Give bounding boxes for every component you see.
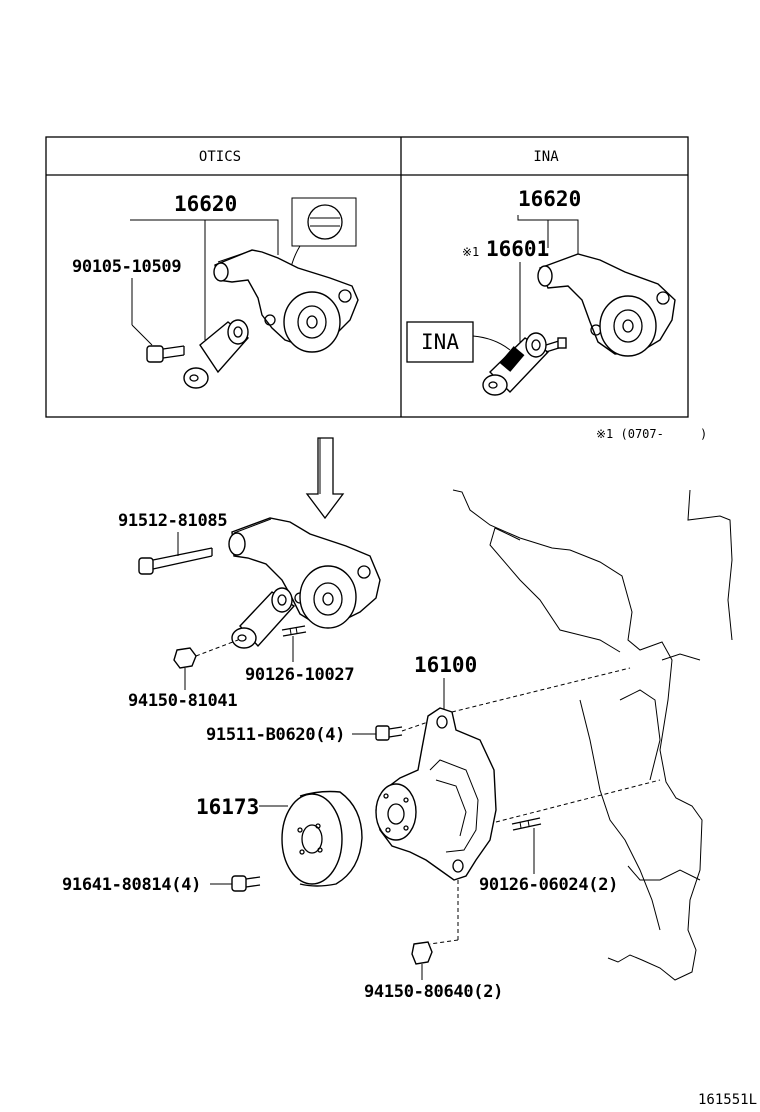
otics-bolt-icon — [146, 345, 185, 363]
engine-block-outline — [452, 489, 733, 981]
ina-label-text: INA — [421, 330, 459, 354]
ina-header: INA — [533, 149, 559, 165]
otics-header: OTICS — [199, 149, 241, 165]
long-bolt-icon — [138, 547, 213, 575]
otics-tensioner-bracket — [146, 249, 359, 389]
label-90126-06024: 90126-06024(2) — [479, 875, 618, 895]
pump-pulley — [281, 790, 363, 887]
pump-nut-icon — [411, 941, 433, 965]
variant-table: OTICS INA — [45, 136, 689, 418]
stud-bolt-icon — [281, 625, 307, 637]
pump-flange — [375, 783, 417, 841]
down-arrow-icon — [305, 437, 345, 520]
ina-label-box — [406, 321, 474, 363]
otics-assembly-label: 16620 — [174, 192, 237, 216]
label-91641-80814: 91641-80814(4) — [62, 875, 201, 895]
label-16173: 16173 — [196, 795, 259, 819]
label-90126-10027: 90126-10027 — [245, 665, 354, 685]
label-91511-B0620: 91511-B0620(4) — [206, 725, 345, 745]
ina-tensioner-bracket — [482, 253, 676, 396]
label-94150-81041: 94150-81041 — [128, 691, 237, 711]
tensioner-bracket-assembly — [228, 517, 381, 649]
label-91512-81085: 91512-81085 — [118, 511, 227, 531]
idler-pulley — [299, 565, 357, 629]
otics-bolt-label: 90105-10509 — [72, 257, 181, 277]
pump-bolt-icon — [375, 725, 403, 741]
ina-tensioner-label: 16601 — [486, 237, 549, 261]
label-94150-80640: 94150-80640(2) — [364, 982, 503, 1002]
pump-stud-icon — [511, 817, 542, 831]
otics-cell: 16620 90105-10509 — [72, 192, 359, 389]
water-pump — [375, 707, 497, 881]
figure-id: 161551L — [698, 1092, 757, 1108]
footnote: ※1 (0707- ) — [596, 427, 707, 441]
pulley-bolt-icon — [231, 875, 261, 892]
ina-pulley — [599, 295, 657, 357]
otics-pulley — [283, 291, 341, 353]
nut-icon — [173, 647, 197, 669]
ina-marker: ※1 — [462, 245, 479, 259]
label-16100: 16100 — [414, 653, 477, 677]
slot-detail-inset — [291, 197, 357, 247]
ina-cell: 16620 ※1 16601 INA — [406, 187, 676, 396]
ina-assembly-label: 16620 — [518, 187, 581, 211]
